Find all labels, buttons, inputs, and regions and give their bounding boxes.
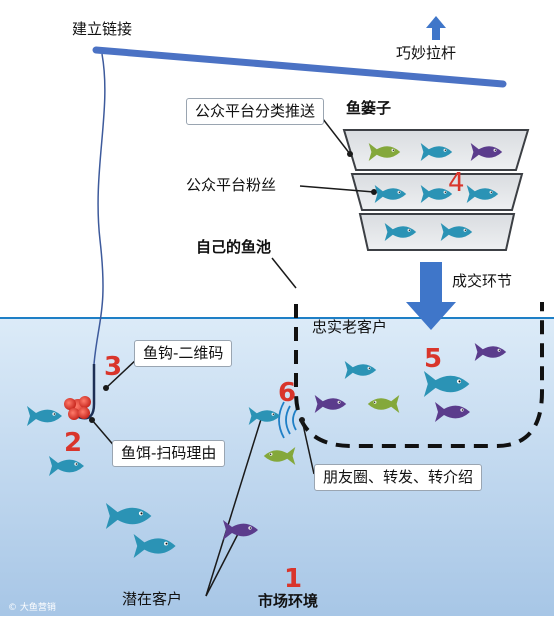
fish-icon — [384, 223, 417, 241]
fish-icon — [49, 456, 84, 476]
fish-icon — [435, 402, 470, 422]
fish-icon — [374, 185, 407, 203]
fish-icon — [133, 534, 176, 558]
down-arrow-icon — [406, 262, 456, 330]
label-potential-customers: 潜在客户 — [122, 590, 183, 608]
step-number-1: 1 — [284, 564, 303, 594]
bait-icon — [64, 396, 91, 420]
up-arrow-icon — [426, 16, 446, 40]
label-market-env: 市场环境 — [258, 592, 319, 610]
fish-icon — [420, 185, 453, 203]
fish-icon — [474, 343, 507, 361]
fish-icon — [263, 447, 296, 465]
own-pond-outline — [294, 302, 544, 448]
fish-icon — [466, 185, 499, 203]
label-loyal-customers: 忠实老客户 — [312, 318, 388, 336]
fish-icon — [368, 143, 401, 161]
fish-group — [27, 143, 507, 558]
label-hook-qr: 鱼钩-二维码 — [134, 340, 233, 367]
step-number-6: 6 — [278, 378, 297, 408]
label-public-fans: 公众平台粉丝 — [186, 176, 277, 194]
label-bait-reason: 鱼饵-扫码理由 — [112, 440, 226, 467]
fish-icon — [420, 143, 453, 161]
step-number-2: 2 — [64, 428, 83, 458]
fish-icon — [423, 371, 470, 397]
fishing-line — [93, 53, 106, 365]
fish-icon — [367, 395, 400, 413]
watermark: © 大鱼营销 — [8, 603, 56, 613]
fish-icon — [314, 395, 347, 413]
basket-tray-3 — [358, 213, 516, 251]
label-moments-share: 朋友圈、转发、转介绍 — [314, 464, 483, 491]
fish-icon — [105, 503, 152, 529]
label-clever-rod: 巧妙拉杆 — [396, 44, 457, 62]
label-build-link: 建立链接 — [72, 20, 133, 38]
fish-icon — [223, 520, 258, 540]
label-own-pond: 自己的鱼池 — [196, 238, 272, 256]
step-number-5: 5 — [424, 344, 443, 374]
step-number-4: 4 — [448, 168, 465, 198]
signal-waves-icon — [278, 401, 297, 439]
label-public-push: 公众平台分类推送 — [186, 98, 325, 125]
fish-icon — [248, 407, 281, 425]
label-deal-step: 成交环节 — [452, 272, 513, 290]
fish-icon — [344, 361, 377, 379]
label-fish-basket: 鱼篓子 — [346, 99, 392, 117]
fish-icon — [470, 143, 503, 161]
step-number-3: 3 — [104, 352, 123, 382]
fish-icon — [440, 223, 473, 241]
fish-icon — [27, 406, 62, 426]
fishing-rod — [92, 46, 507, 88]
